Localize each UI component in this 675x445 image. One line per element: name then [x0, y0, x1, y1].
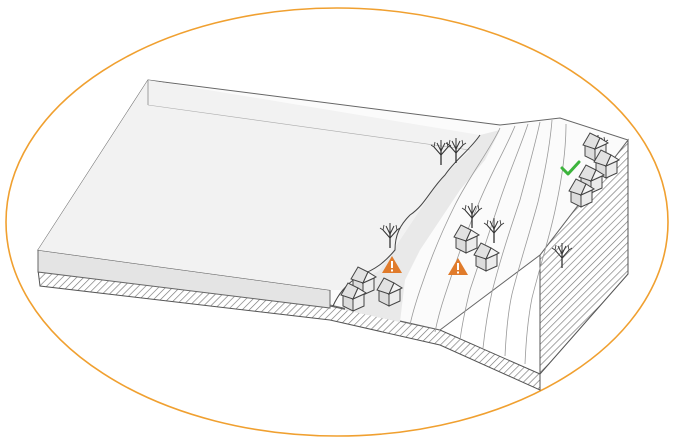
checkmark-icon	[560, 160, 581, 176]
slope-band	[345, 130, 500, 322]
frame-ellipse	[5, 7, 669, 437]
lowland-area	[38, 80, 480, 290]
